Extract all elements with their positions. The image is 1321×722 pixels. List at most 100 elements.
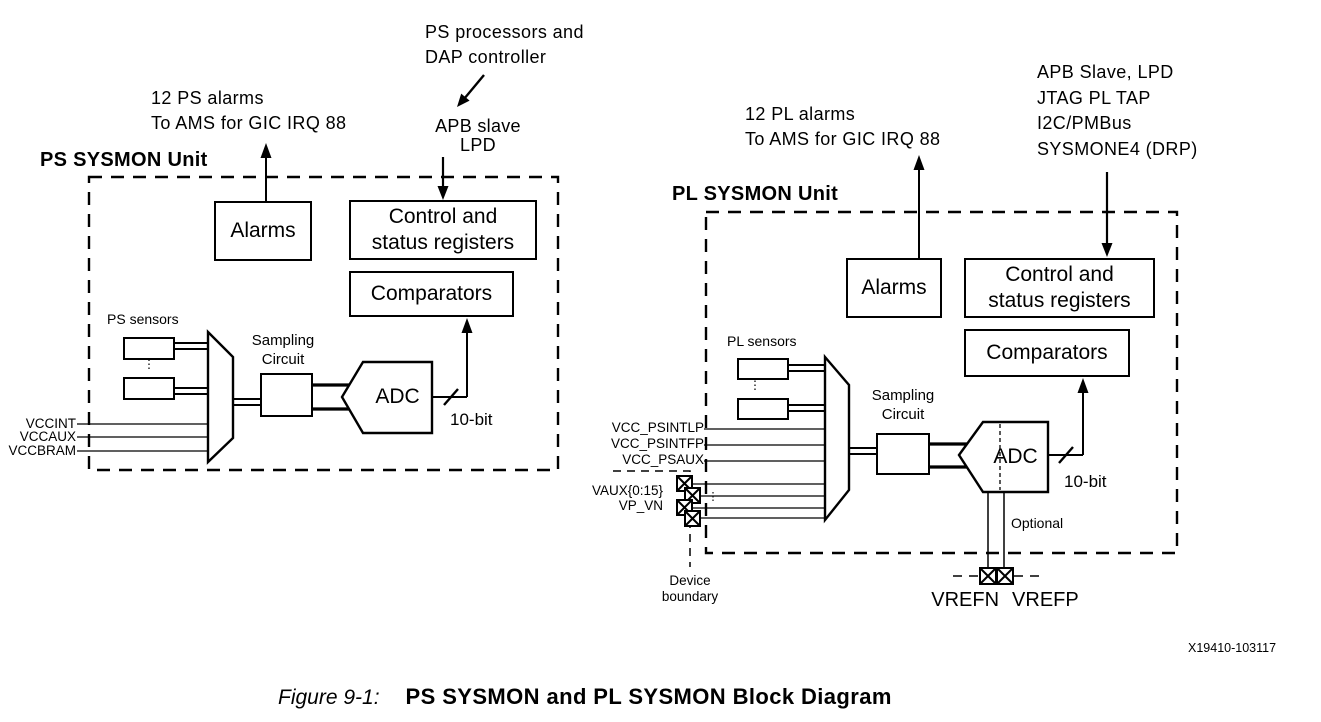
ps-alarm-note-line1: 12 PS alarms — [151, 88, 264, 108]
ps-alarm-arrow-icon — [260, 143, 272, 201]
figure-id: X19410-103117 — [1188, 641, 1277, 655]
ps-dashed-boundary — [87, 175, 560, 472]
device-boundary-line2: boundary — [661, 589, 719, 604]
ps-alarm-note: 12 PS alarms To AMS for GIC IRQ 88 — [151, 86, 346, 136]
ps-alarms-box-label: Alarms — [230, 219, 296, 242]
device-boundary-line1: Device — [669, 573, 711, 588]
ps-adc-label: ADC — [375, 385, 420, 408]
vccaux-label: VCCAUX — [19, 429, 76, 444]
ps-comparators-label: Comparators — [370, 282, 493, 305]
pl-apb-arrow-icon — [1101, 172, 1113, 257]
ps-csr-label-line1: Control and — [388, 205, 498, 228]
ps-processors-arrowhead — [457, 93, 470, 107]
ps-alarm-arrowhead — [260, 143, 272, 158]
pl-sensor-buses — [789, 364, 826, 412]
pl-sensor-box-2 — [737, 398, 789, 420]
bond-pad-icon — [684, 510, 701, 527]
pl-sensors-label: PL sensors — [727, 333, 797, 349]
pl-supply-lines — [704, 428, 826, 462]
ps-comparators-box: Comparators — [349, 271, 514, 317]
pl-sampling-to-adc — [930, 442, 968, 469]
ps-processors-note: PS processors and DAP controller — [425, 20, 584, 70]
vrefp-label: VREFP — [1012, 589, 1079, 611]
pl-adc-output — [1048, 378, 1089, 464]
pl-sensor-box-1 — [737, 358, 789, 380]
ps-apb-arrowhead — [437, 186, 449, 200]
pl-boundary-rect — [704, 210, 1179, 555]
pl-bus-slash-icon — [1058, 446, 1074, 464]
ps-sensors-label: PS sensors — [107, 311, 179, 327]
ps-alarms-box: Alarms — [214, 201, 312, 261]
device-boundary-dashes — [613, 470, 691, 567]
figure-caption-title: PS SYSMON and PL SYSMON Block Diagram — [405, 684, 892, 709]
pl-optional-label: Optional — [1011, 515, 1064, 531]
ps-processors-note-line1: PS processors and — [425, 22, 584, 42]
pl-alarm-note-line2: To AMS for GIC IRQ 88 — [745, 129, 941, 149]
ps-sampling-circuit-box — [260, 373, 313, 417]
ps-mux-symbol — [206, 329, 235, 465]
pl-alarms-box: Alarms — [846, 258, 942, 318]
ps-adc-bus-width-label: 10-bit — [450, 410, 493, 429]
pl-apb-arrowhead — [1101, 243, 1113, 257]
pl-sensor-ellipsis: ⋮ — [749, 378, 761, 392]
pl-sampling-label-line2: Circuit — [881, 406, 925, 423]
ps-sampling-to-adc — [313, 383, 350, 411]
vref-connections — [953, 492, 1041, 577]
ps-sensor-ellipsis: ⋮ — [143, 357, 155, 371]
pl-mux-to-sampling — [849, 447, 877, 455]
device-boundary-label: Device boundary — [644, 573, 736, 605]
ps-sampling-label-line1: Sampling — [251, 332, 315, 349]
pl-comparators-box: Comparators — [964, 329, 1130, 377]
pl-alarm-note-line1: 12 PL alarms — [745, 104, 856, 124]
ps-csr-label-line2: status registers — [371, 231, 515, 254]
ps-apb-arrow-icon — [437, 157, 449, 200]
pl-alarm-arrowhead — [913, 155, 925, 170]
ps-sampling-label: Sampling Circuit — [240, 331, 326, 369]
ps-csr-box: Control and status registers — [349, 200, 537, 260]
vcc-psintfp-label: VCC_PSINTFP — [610, 436, 704, 451]
figure-caption: Figure 9-1: PS SYSMON and PL SYSMON Bloc… — [278, 684, 892, 710]
ps-processors-arrow-icon — [457, 74, 485, 107]
ps-alarm-note-line2: To AMS for GIC IRQ 88 — [151, 113, 347, 133]
vccbram-label: VCCBRAM — [8, 443, 76, 458]
ps-apb-label-line2: LPD — [460, 135, 496, 155]
pl-csr-box: Control and status registers — [964, 258, 1155, 318]
vref-pad-icons — [979, 567, 1014, 585]
pl-adc-symbol — [957, 420, 1050, 494]
pl-sampling-label-line1: Sampling — [871, 387, 935, 404]
pl-comparator-arrowhead — [1077, 378, 1089, 393]
pl-comparators-label: Comparators — [986, 341, 1108, 364]
pl-aux-ellipsis: ⋮ — [707, 491, 719, 503]
ps-processors-arrow-line — [463, 74, 485, 100]
pl-csr-label-line1: Control and — [1005, 263, 1114, 286]
vcc-psintlp-label: VCC_PSINTLP — [611, 420, 704, 435]
ps-sensor-box-2 — [123, 377, 175, 400]
ps-adc-symbol — [340, 360, 434, 435]
pl-sampling-label: Sampling Circuit — [860, 386, 946, 424]
vrefn-label: VREFN — [931, 589, 1000, 611]
vccint-label: VCCINT — [25, 416, 76, 431]
pl-adc-label: ADC — [993, 445, 1038, 468]
pl-sampling-circuit-box — [876, 433, 930, 475]
pl-dashed-boundary — [704, 210, 1179, 555]
bond-pad-icon — [996, 567, 1014, 585]
pl-unit-title: PL SYSMON Unit — [672, 183, 839, 205]
ps-apb-label-line1: APB slave — [435, 116, 521, 136]
pl-alarm-note: 12 PL alarms To AMS for GIC IRQ 88 — [745, 102, 940, 152]
vcc-psaux-label: VCC_PSAUX — [622, 452, 704, 467]
ps-apb-bus-label: APB slave LPD — [408, 117, 548, 155]
ps-sensor-buses — [175, 342, 209, 395]
vaux-pad-icons — [676, 475, 701, 527]
ps-unit-title: PS SYSMON Unit — [40, 149, 208, 171]
ps-comparator-arrowhead — [461, 318, 473, 333]
ps-adc-output — [432, 318, 473, 406]
pl-interface-line4: SYSMONE4 (DRP) — [1037, 138, 1198, 159]
ps-mux-to-sampling — [233, 398, 261, 406]
vp-vn-label: VP_VN — [618, 498, 663, 513]
ps-bus-slash-icon — [443, 388, 459, 406]
pl-interface-line2: JTAG PL TAP — [1037, 87, 1151, 108]
pl-csr-label-line2: status registers — [988, 289, 1131, 312]
ps-sampling-label-line2: Circuit — [261, 351, 305, 368]
